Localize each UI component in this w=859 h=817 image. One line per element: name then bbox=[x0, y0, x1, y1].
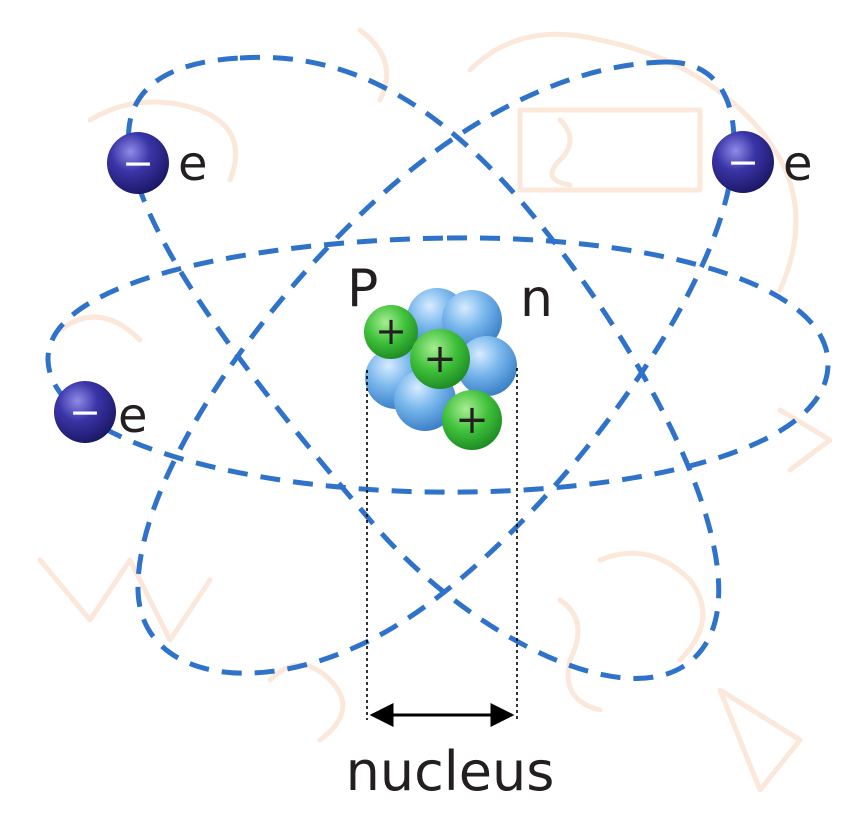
electron-label: e bbox=[783, 136, 813, 192]
electron-label: e bbox=[178, 136, 208, 192]
svg-text:+: + bbox=[455, 397, 489, 443]
electron-top-right: − e bbox=[712, 131, 813, 193]
nucleus-cluster: + + + bbox=[364, 288, 517, 450]
electron-label: e bbox=[118, 388, 148, 444]
svg-text:−: − bbox=[727, 140, 759, 184]
proton-label: P bbox=[347, 259, 378, 319]
svg-text:−: − bbox=[122, 141, 154, 185]
proton-particle: + bbox=[442, 390, 502, 450]
svg-text:+: + bbox=[423, 336, 457, 382]
electron-left: − e bbox=[54, 381, 148, 444]
svg-text:−: − bbox=[69, 390, 101, 434]
neutron-label: n bbox=[520, 269, 553, 329]
svg-text:+: + bbox=[375, 309, 407, 353]
electron-top-left: − e bbox=[107, 132, 208, 194]
proton-particle: + bbox=[410, 329, 470, 389]
nucleus-label: nucleus bbox=[346, 740, 555, 803]
